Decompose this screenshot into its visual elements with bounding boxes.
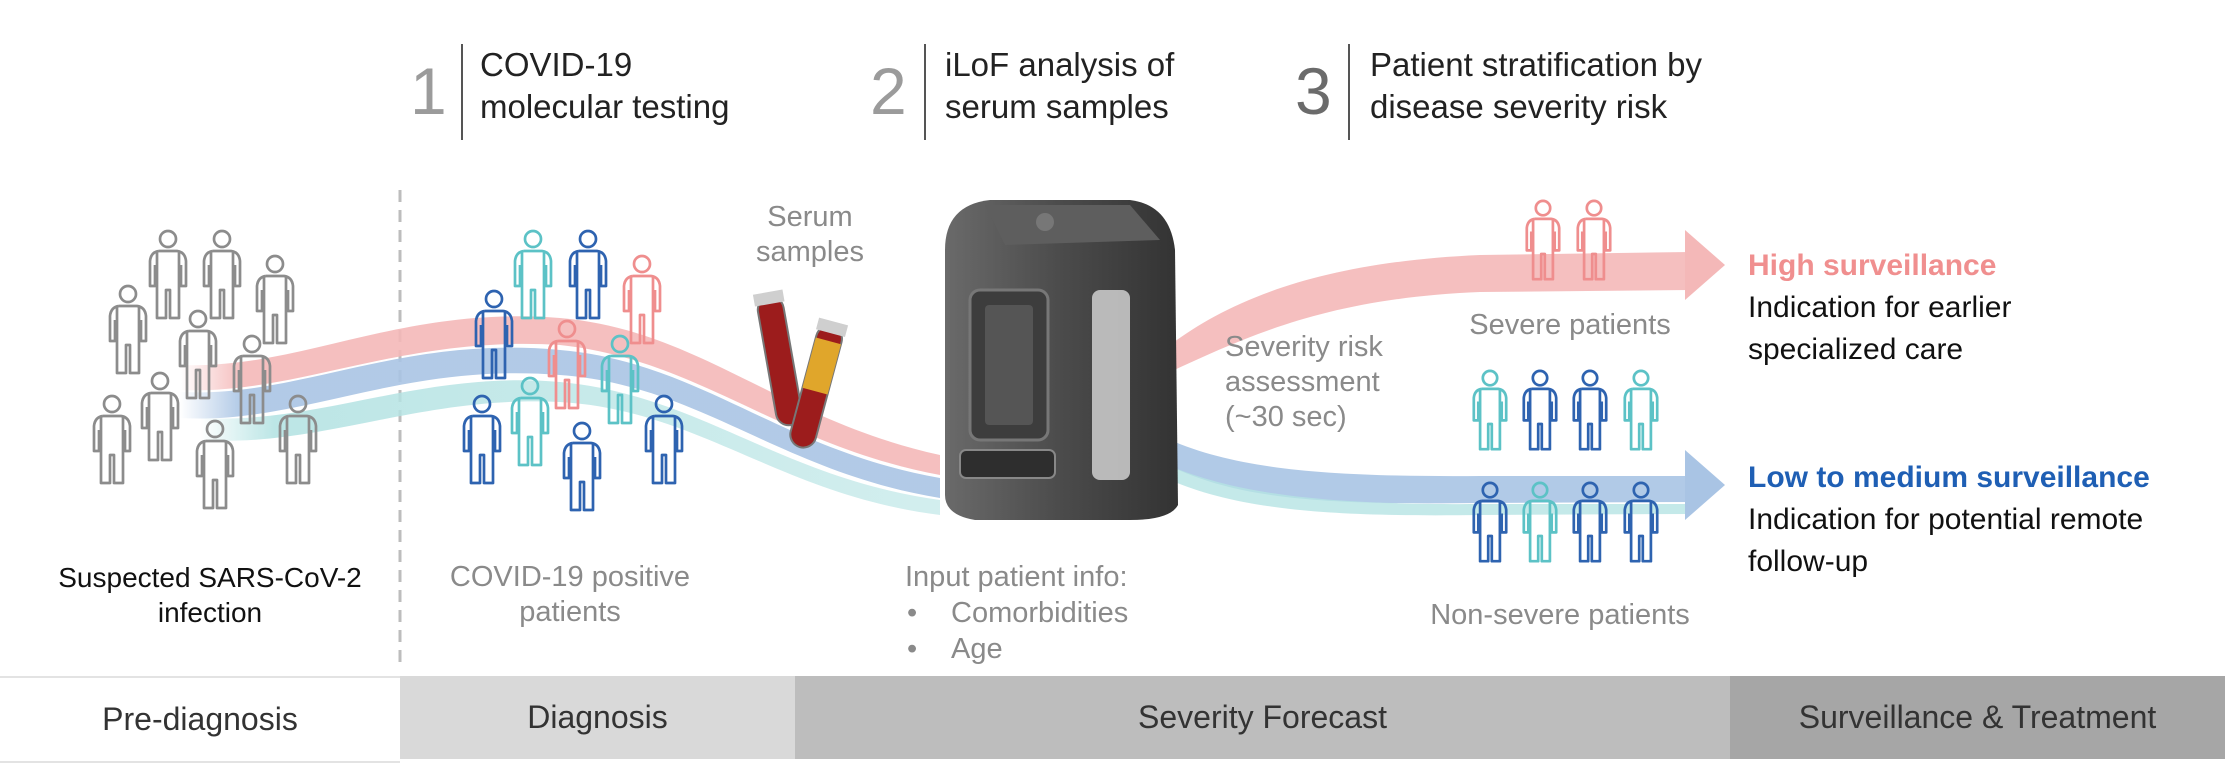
person-icon bbox=[202, 229, 242, 320]
person-icon bbox=[510, 376, 550, 467]
step-number: 3 bbox=[1295, 54, 1332, 128]
arrow-right-icon bbox=[1685, 450, 1725, 520]
phase-severity-forecast: Severity Forecast bbox=[795, 676, 1730, 759]
step-text-line: COVID-19 bbox=[480, 46, 633, 83]
person-icon bbox=[278, 394, 318, 485]
person-icon bbox=[92, 394, 132, 485]
step-number: 2 bbox=[870, 54, 907, 128]
risk-label-line: assessment bbox=[1225, 366, 1380, 398]
positive-label-line: COVID-19 positive bbox=[449, 561, 691, 593]
person-icon bbox=[108, 284, 148, 375]
person-icon bbox=[462, 394, 502, 485]
stream-red bbox=[180, 316, 940, 475]
stream-teal bbox=[200, 380, 940, 515]
person-icon bbox=[255, 254, 295, 345]
low-surveillance-title: Low to medium surveillance bbox=[1748, 461, 2150, 494]
step-divider bbox=[1348, 44, 1350, 140]
person-icon bbox=[1525, 199, 1561, 281]
suspected-label-line: Suspected SARS-CoV-2 bbox=[58, 562, 362, 593]
stream-blue bbox=[180, 347, 940, 498]
person-icon bbox=[195, 419, 235, 510]
step-text: iLoF analysis of serum samples bbox=[945, 44, 1174, 128]
person-icon bbox=[1472, 369, 1508, 451]
person-icon bbox=[474, 289, 514, 380]
positive-label: COVID-19 positive patients bbox=[420, 560, 720, 630]
person-icon bbox=[568, 229, 608, 320]
high-surveillance-title: High surveillance bbox=[1748, 249, 1997, 282]
ilof-device-icon bbox=[945, 200, 1178, 520]
person-icon bbox=[178, 309, 218, 400]
suspected-label: Suspected SARS-CoV-2 infection bbox=[20, 560, 400, 630]
step-divider bbox=[924, 44, 926, 140]
step-divider bbox=[461, 44, 463, 140]
risk-label-line: Severity risk bbox=[1225, 331, 1383, 363]
test-tube-icon bbox=[789, 317, 849, 449]
phase-surveillance-treatment: Surveillance & Treatment bbox=[1730, 676, 2225, 759]
positive-label-line: patients bbox=[519, 596, 621, 628]
person-icon bbox=[1472, 481, 1508, 563]
phase-diagnosis: Diagnosis bbox=[400, 676, 795, 759]
patient-streams bbox=[180, 230, 1725, 520]
people-group bbox=[92, 199, 1659, 563]
risk-label-line: (~30 sec) bbox=[1225, 401, 1347, 433]
low-surveillance-line: Indication for potential remote bbox=[1748, 503, 2144, 536]
serum-label-line: samples bbox=[756, 236, 864, 268]
person-icon bbox=[600, 334, 640, 425]
person-icon bbox=[1572, 481, 1608, 563]
person-icon bbox=[1623, 369, 1659, 451]
person-icon bbox=[1623, 481, 1659, 563]
high-surveillance-text: Indication for earlier specialized care bbox=[1748, 287, 2011, 371]
step-number: 1 bbox=[410, 54, 447, 128]
person-icon bbox=[513, 229, 553, 320]
person-icon bbox=[1572, 369, 1608, 451]
person-icon bbox=[562, 421, 602, 512]
person-icon bbox=[622, 254, 662, 345]
suspected-label-line: infection bbox=[157, 597, 263, 628]
person-icon bbox=[232, 334, 272, 425]
high-surveillance-line: specialized care bbox=[1748, 333, 1964, 366]
stream-low-teal bbox=[1170, 466, 1690, 516]
step-text: COVID-19 molecular testing bbox=[480, 44, 729, 128]
high-surveillance-line: Indication for earlier bbox=[1748, 291, 2012, 324]
step-text-line: molecular testing bbox=[480, 88, 730, 125]
person-icon bbox=[644, 394, 684, 485]
serum-label: Serum samples bbox=[730, 200, 890, 270]
person-icon bbox=[1522, 481, 1558, 563]
stream-high bbox=[1170, 252, 1690, 372]
person-icon bbox=[547, 319, 587, 410]
input-info-title: Input patient info: bbox=[905, 561, 1128, 593]
step-text-line: disease severity risk bbox=[1370, 88, 1668, 125]
stream-low bbox=[1170, 440, 1690, 504]
low-surveillance-line: follow-up bbox=[1748, 545, 1869, 578]
person-icon bbox=[1576, 199, 1612, 281]
person-icon bbox=[1522, 369, 1558, 451]
test-tube-icon bbox=[752, 289, 803, 427]
risk-label: Severity risk assessment (~30 sec) bbox=[1225, 330, 1383, 435]
step-text-line: iLoF analysis of bbox=[945, 46, 1175, 83]
step-text-line: serum samples bbox=[945, 88, 1169, 125]
input-info-item: Comorbidities bbox=[905, 595, 1128, 631]
input-info-item: Age bbox=[905, 631, 1128, 667]
severe-label: Severe patients bbox=[1469, 309, 1671, 341]
person-icon bbox=[140, 371, 180, 462]
serum-label-line: Serum bbox=[767, 201, 853, 233]
input-info-list: Comorbidities Age bbox=[905, 595, 1128, 667]
non-severe-label: Non-severe patients bbox=[1430, 599, 1690, 631]
phase-pre-diagnosis: Pre-diagnosis bbox=[0, 676, 400, 763]
person-icon bbox=[148, 229, 188, 320]
arrow-right-icon bbox=[1685, 230, 1725, 300]
low-surveillance-text: Indication for potential remote follow-u… bbox=[1748, 499, 2143, 583]
step-text: Patient stratification by disease severi… bbox=[1370, 44, 1702, 128]
step-text-line: Patient stratification by bbox=[1370, 46, 1702, 83]
